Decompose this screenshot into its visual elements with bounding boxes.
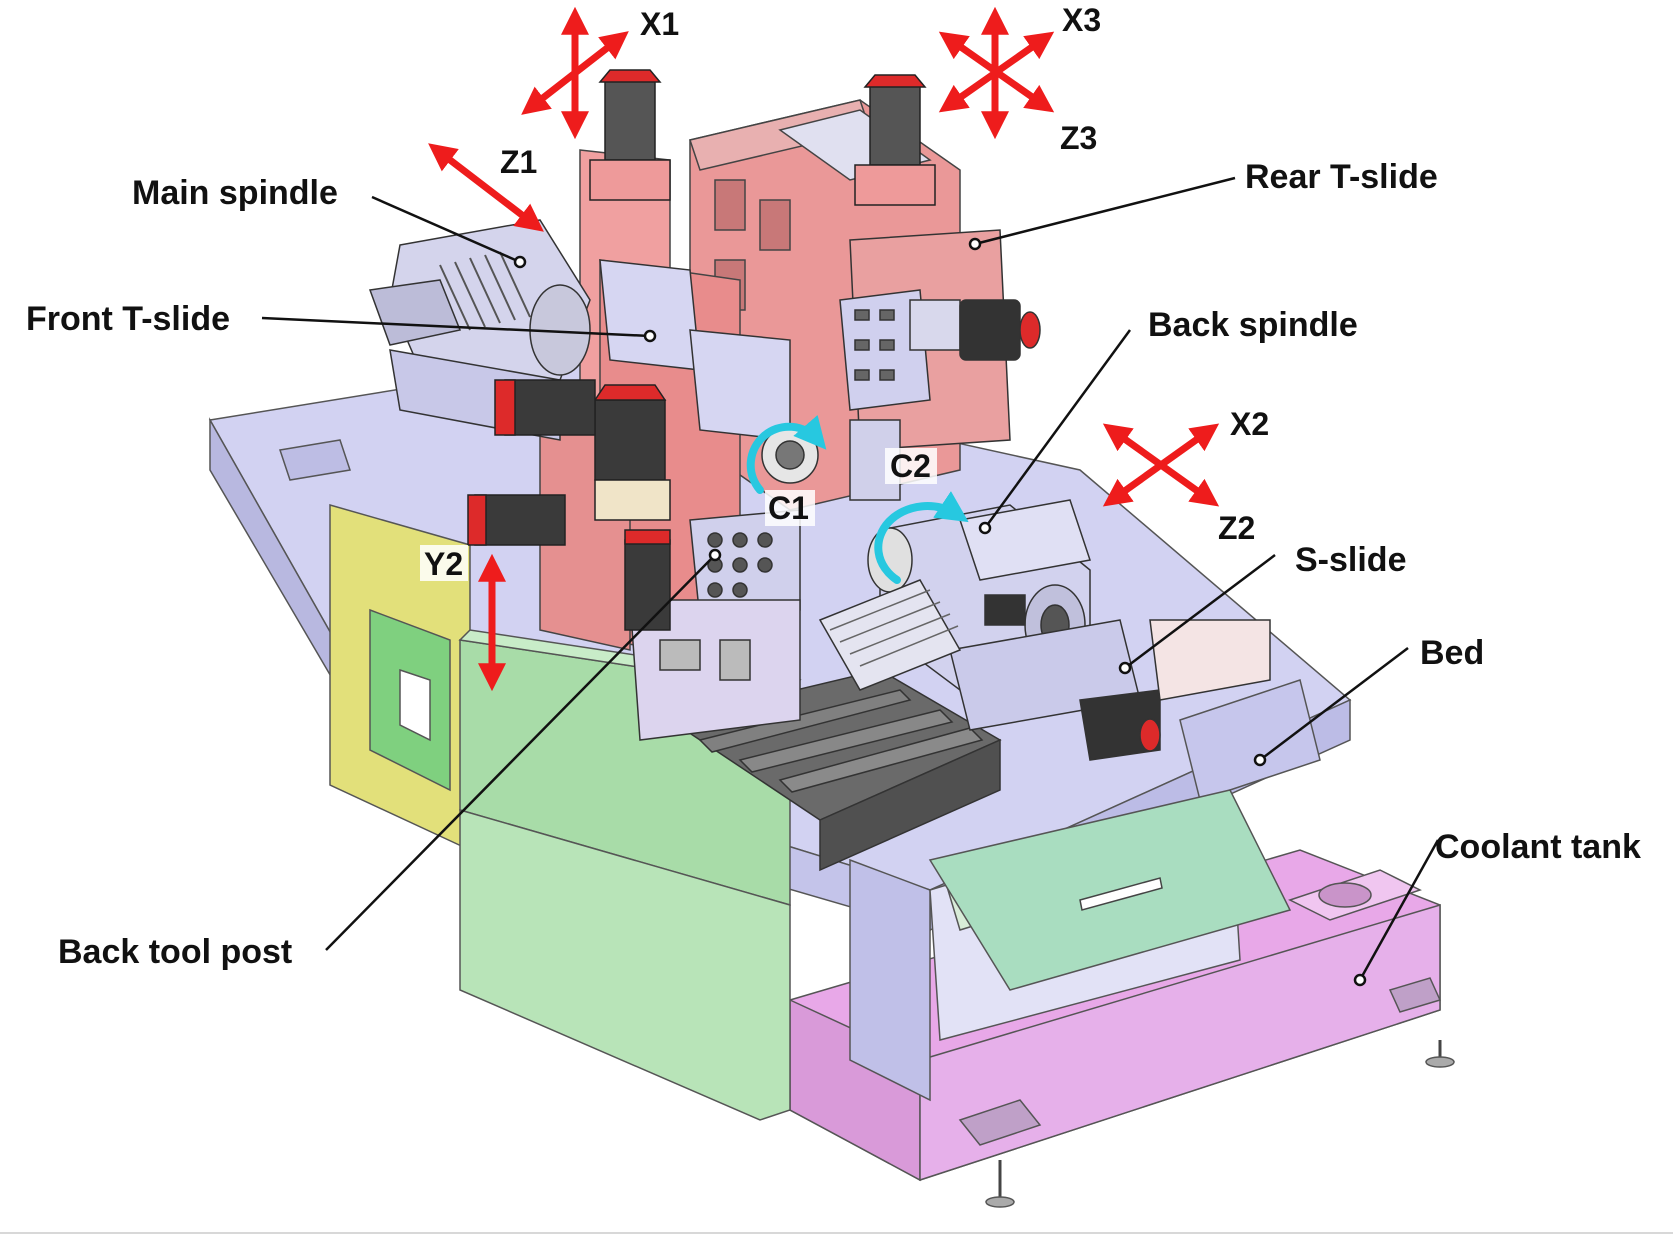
- z1-arrow: [428, 143, 544, 232]
- axis-arrows: [428, 6, 1220, 692]
- leader-rear-t-slide: [974, 176, 1236, 246]
- coolant-tank-body: [789, 849, 1455, 1208]
- label-back-spindle: Back spindle: [1148, 306, 1358, 344]
- back-tool-post-body: [629, 509, 801, 741]
- axis-label-y2: Y2: [424, 546, 464, 582]
- rear-t-slide-body: [839, 229, 1041, 501]
- c1-rotary-arrow: [746, 415, 827, 494]
- axis-label-z3: Z3: [1060, 120, 1098, 156]
- axis-label-z1: Z1: [500, 144, 538, 180]
- s-slide-body: [818, 579, 1271, 761]
- motor-y2: [593, 384, 671, 521]
- motor-front-lower: [467, 494, 566, 546]
- leader-coolant-tank: [1358, 839, 1440, 981]
- label-main-spindle: Main spindle: [132, 174, 338, 212]
- label-coolant-tank: Coolant tank: [1435, 828, 1641, 866]
- motor-back-post: [624, 529, 671, 631]
- label-back-tool-post: Back tool post: [58, 933, 293, 971]
- z2-arrow: [1102, 423, 1220, 507]
- axis-label-c1: C1: [768, 490, 809, 526]
- label-bed: Bed: [1420, 634, 1485, 672]
- axis-label-c2: C2: [890, 448, 931, 484]
- chip-chute: [928, 789, 1292, 991]
- leader-bed: [1259, 647, 1409, 761]
- leader-s-slide: [1124, 554, 1276, 669]
- label-s-slide: S-slide: [1295, 541, 1407, 579]
- label-rear-t-slide: Rear T-slide: [1245, 158, 1438, 196]
- axis-label-x3: X3: [1062, 2, 1102, 38]
- c2-rotary-arrow: [874, 491, 969, 584]
- front-t-slide-body: [599, 259, 819, 484]
- axis-label-z2: Z2: [1218, 510, 1256, 546]
- motor-z1: [494, 379, 596, 436]
- leader-front-t-slide: [261, 316, 651, 338]
- x1-diagonal-arrow: [521, 31, 629, 115]
- rotary-arrows: [746, 415, 969, 584]
- main-spindle-body: [368, 219, 591, 441]
- axis-label-x1: X1: [640, 6, 680, 42]
- label-front-t-slide: Front T-slide: [26, 300, 230, 338]
- motor-x1: [589, 69, 671, 201]
- leader-lines: [261, 176, 1440, 987]
- axis-label-x2: X2: [1230, 406, 1270, 442]
- motor-x3: [854, 74, 936, 206]
- leader-back-spindle: [983, 329, 1132, 529]
- z3-arrow: [938, 31, 1055, 113]
- side-panel: [329, 504, 471, 852]
- leader-back-tool-post: [325, 554, 716, 951]
- bottom-divider: [0, 1232, 1673, 1234]
